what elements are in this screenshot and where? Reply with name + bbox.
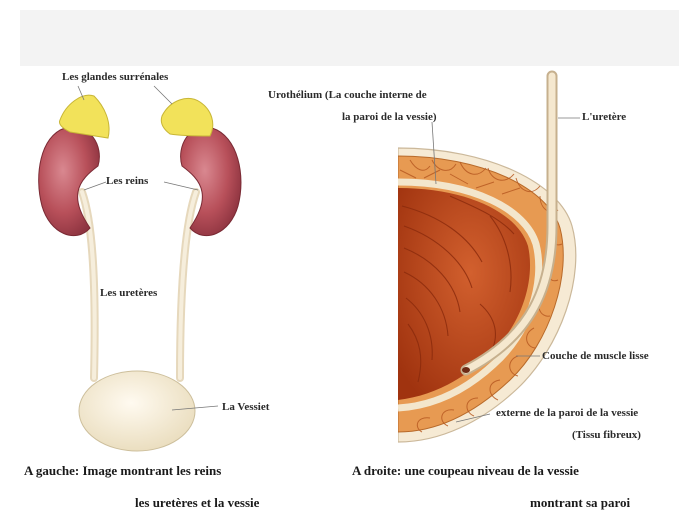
label-outer-layer-line2: (Tissu fibreux) xyxy=(572,428,641,442)
anatomy-figure: Les glandes surrénales Les reins Les ure… xyxy=(20,66,679,457)
label-urothelium-line2: la paroi de la vessie) xyxy=(342,110,437,124)
caption-left-line2: les uretères et la vessie xyxy=(135,495,259,511)
label-urothelium-line1: Urothélium (La couche interne de xyxy=(268,88,427,102)
label-ureter: L'uretère xyxy=(582,110,626,124)
header-band xyxy=(20,10,679,66)
caption-right-line1: A droite: une coupeau niveau de la vessi… xyxy=(352,463,579,479)
label-outer-layer-line1: externe de la paroi de la vessie xyxy=(496,406,638,420)
caption-left-line1: A gauche: Image montrant les reins xyxy=(24,463,221,479)
label-adrenal-glands: Les glandes surrénales xyxy=(62,70,168,84)
left-urinary-system xyxy=(39,86,241,451)
label-smooth-muscle: Couche de muscle lisse xyxy=(542,349,649,363)
label-kidneys: Les reins xyxy=(106,174,148,188)
right-adrenal-gland xyxy=(161,98,212,136)
caption-right-line2: montrant sa paroi xyxy=(530,495,630,511)
bladder xyxy=(79,371,195,451)
ureter-opening xyxy=(462,367,470,373)
bladder-wall-cross-section xyxy=(398,76,580,442)
label-ureters: Les uretères xyxy=(100,286,157,300)
label-bladder: La Vessiet xyxy=(222,400,269,414)
anatomy-illustration xyxy=(20,66,679,457)
